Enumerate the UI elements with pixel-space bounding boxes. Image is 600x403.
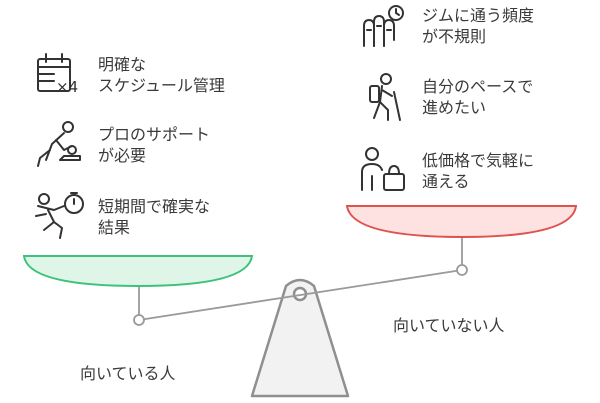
beam xyxy=(138,269,463,321)
right-item-2-text: 自分のペースで 進めたい xyxy=(422,77,534,117)
left-item-2-text: プロのサポート が必要 xyxy=(98,125,211,165)
trainer-support-icon xyxy=(37,121,81,167)
right-item-1-text: ジムに通う頻度 が不規則 xyxy=(422,6,535,46)
hiker-icon xyxy=(369,73,401,121)
left-pan xyxy=(22,255,254,288)
person-bag-icon xyxy=(361,147,405,191)
running-stopwatch-icon xyxy=(35,192,84,239)
left-joint xyxy=(133,314,145,326)
calendar-x4-icon: ×4 xyxy=(37,53,78,96)
fingers-clock-icon xyxy=(363,5,404,47)
fulcrum xyxy=(250,278,350,398)
right-group-label: 向いていない人 xyxy=(393,316,505,335)
right-item-3-text: 低価格で気軽に 通える xyxy=(422,151,535,191)
left-group-label: 向いている人 xyxy=(80,364,176,383)
left-item-1-text: 明確な スケジュール管理 xyxy=(98,55,225,95)
right-joint xyxy=(456,264,468,276)
left-item-3-text: 短期間で確実な 結果 xyxy=(98,197,211,237)
svg-text:×4: ×4 xyxy=(56,78,78,96)
right-pan xyxy=(345,205,578,239)
